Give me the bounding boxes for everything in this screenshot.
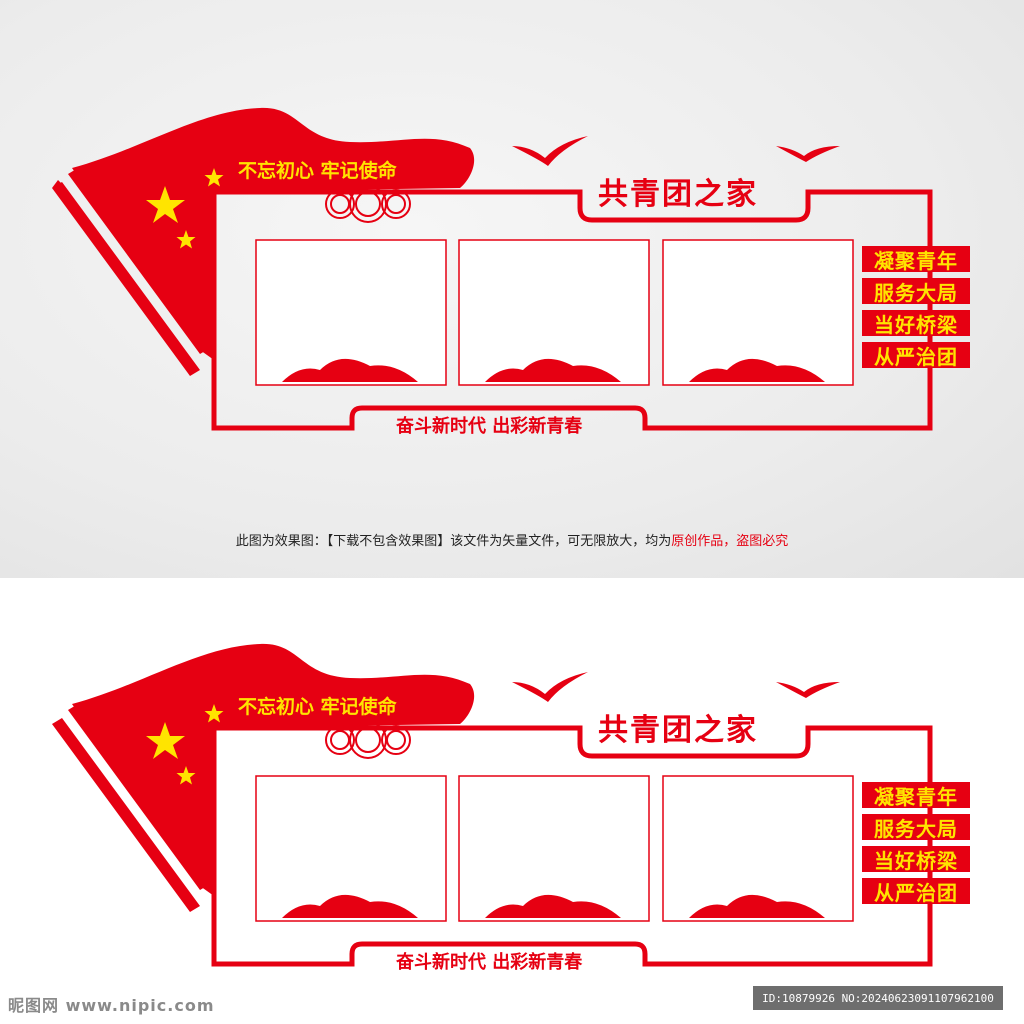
preview-caption: 此图为效果图：【下载不包含效果图】该文件为矢量文件，可无限放大，均为原创作品，盗… [0,530,1024,549]
frame-clouds [282,358,825,382]
side-item: 当好桥梁 [862,310,970,337]
caption-text: 此图为效果图：【下载不包含效果图】该文件为矢量文件，可无限放大，均为 [235,534,672,549]
side-item: 服务大局 [862,814,970,841]
main-frame-outline [211,189,933,431]
frame-clouds [282,894,825,918]
side-item: 当好桥梁 [862,846,970,873]
image-id-watermark: ID:10879926 NO:20240623091107962100 [753,986,1003,1010]
bird-icon [512,136,588,166]
main-frame-outline [211,725,933,967]
cloud-ornament [325,185,411,223]
culture-wall-design-top: 不忘初心 牢记使命 共青团之家 奋斗新时代 出彩新青春 凝聚青年 服务大局 当好… [0,100,1024,436]
red-flag [72,643,475,896]
main-title: 共青团之家 [598,713,758,748]
bird-icon [512,672,588,702]
culture-wall-design-bottom: 不忘初心 牢记使命 共青团之家 奋斗新时代 出彩新青春 凝聚青年 服务大局 当好… [0,636,1024,972]
site-watermark: 昵图网 www.nipic.com [8,996,215,1015]
star-icon [146,168,224,249]
side-item: 从严治团 [862,878,970,905]
flag-slogan: 不忘初心 牢记使命 [238,160,397,182]
side-item: 服务大局 [862,278,970,305]
bird-icon [776,146,840,162]
star-icon [146,704,224,785]
cloud-ornament [325,721,411,759]
bird-icon [776,682,840,698]
red-flag [72,107,475,360]
bottom-slogan: 奋斗新时代 出彩新青春 [396,416,583,437]
side-item: 凝聚青年 [862,782,970,809]
side-item: 凝聚青年 [862,246,970,273]
flag-slogan: 不忘初心 牢记使命 [238,696,397,718]
bottom-slogan: 奋斗新时代 出彩新青春 [396,952,583,973]
caption-highlight: 原创作品，盗图必究 [671,534,789,549]
main-title: 共青团之家 [598,177,758,212]
culture-wall-graphic [52,643,933,967]
culture-wall-graphic [52,107,933,431]
side-item: 从严治团 [862,342,970,369]
